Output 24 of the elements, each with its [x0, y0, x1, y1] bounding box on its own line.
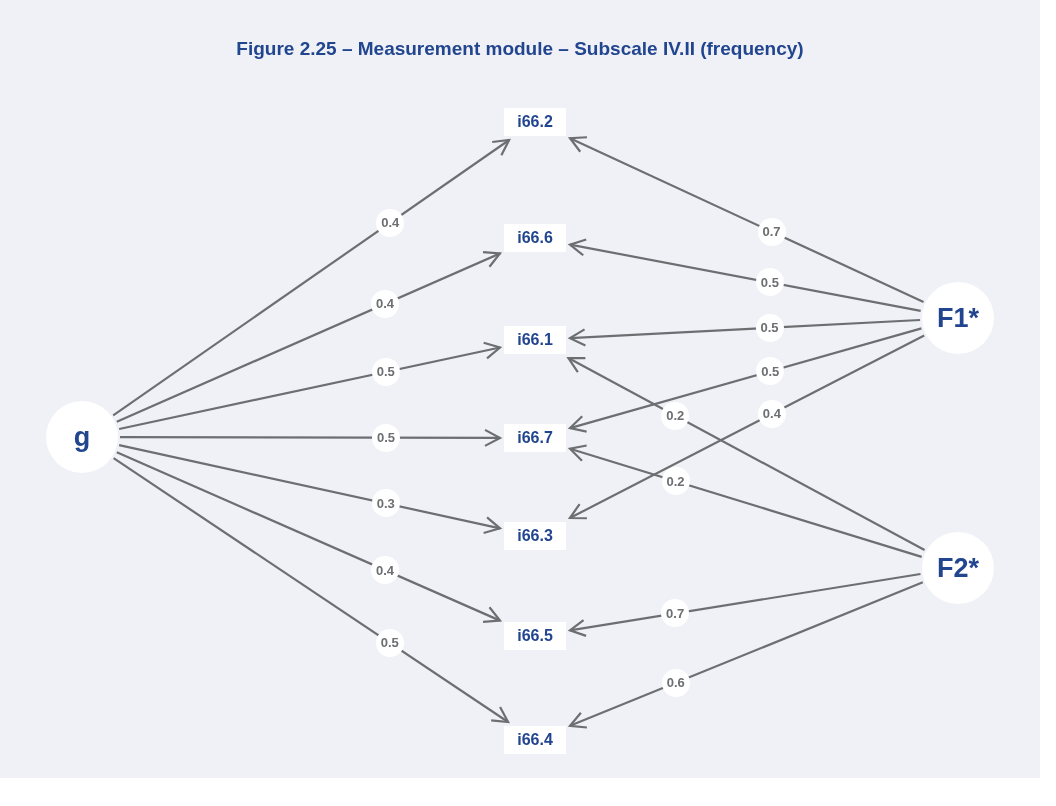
- item-box: i66.3: [504, 522, 566, 550]
- item-box: i66.1: [504, 326, 566, 354]
- arrow: [118, 341, 502, 431]
- arrow: [568, 581, 924, 729]
- arrow: [568, 572, 921, 637]
- arrow: [568, 238, 921, 313]
- arrow: [568, 136, 924, 303]
- item-box: i66.2: [504, 108, 566, 136]
- arrow: [118, 444, 502, 535]
- arrow: [120, 428, 502, 447]
- arrow: [568, 444, 922, 558]
- arrow: [568, 334, 925, 520]
- item-box: i66.4: [504, 726, 566, 754]
- item-box: i66.7: [504, 424, 566, 452]
- arrow: [568, 327, 922, 433]
- item-box: i66.6: [504, 224, 566, 252]
- arrow: [567, 356, 926, 551]
- figure-title: Figure 2.25 – Measurement module – Subscale IV.II (frequency): [235, 38, 805, 60]
- arrow: [116, 451, 502, 623]
- item-box: i66.5: [504, 622, 566, 650]
- arrow: [116, 251, 502, 423]
- arrow: [112, 457, 510, 724]
- arrow: [568, 318, 921, 347]
- arrow: [112, 138, 511, 417]
